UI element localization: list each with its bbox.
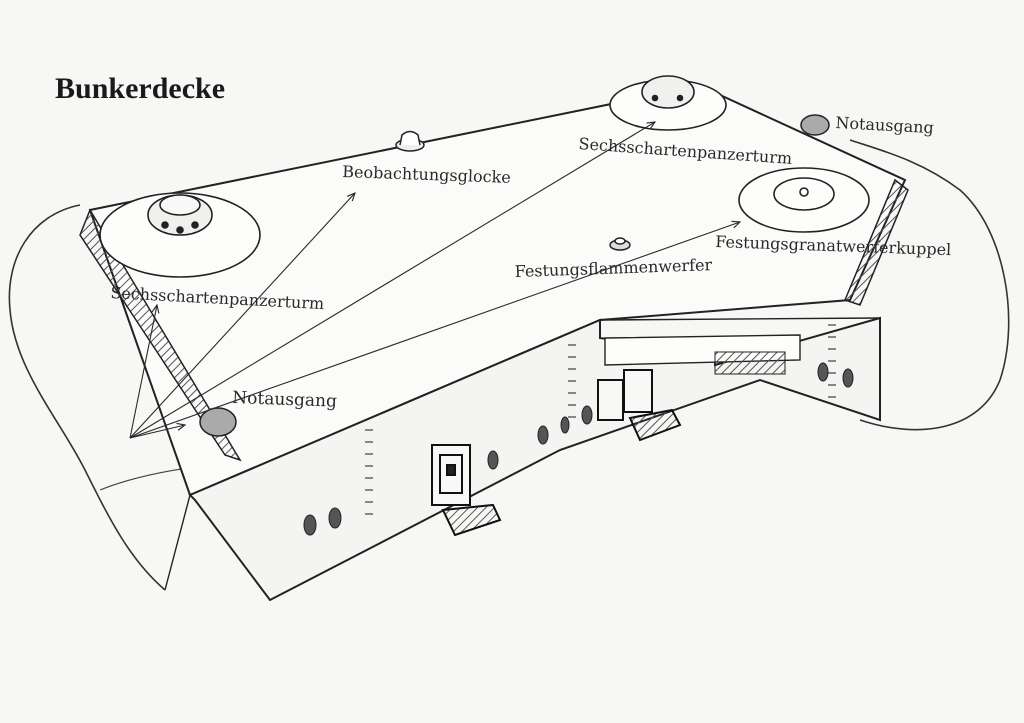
label-emergency-exit-left: Notausgang <box>232 388 338 412</box>
turret-left-shape <box>99 192 261 278</box>
emergency-exit-left-shape <box>199 407 237 437</box>
embrasure-right <box>597 369 682 442</box>
left-slope <box>79 208 242 462</box>
flamethrower-shape <box>609 237 631 251</box>
right-slope <box>843 178 909 306</box>
terrain-outline <box>8 139 1010 591</box>
emergency-exit-right-shape <box>800 114 830 136</box>
mortar-dome-shape <box>738 167 870 233</box>
leader-arrows <box>129 122 740 439</box>
turret-right-shape <box>609 75 727 131</box>
embrasure-left <box>431 444 502 537</box>
observation-bell-shape <box>395 130 425 152</box>
round-ports <box>303 362 854 536</box>
front-wall <box>188 316 881 602</box>
diagram-title: Bunkerdecke <box>55 72 226 105</box>
wall-vents <box>365 324 836 515</box>
